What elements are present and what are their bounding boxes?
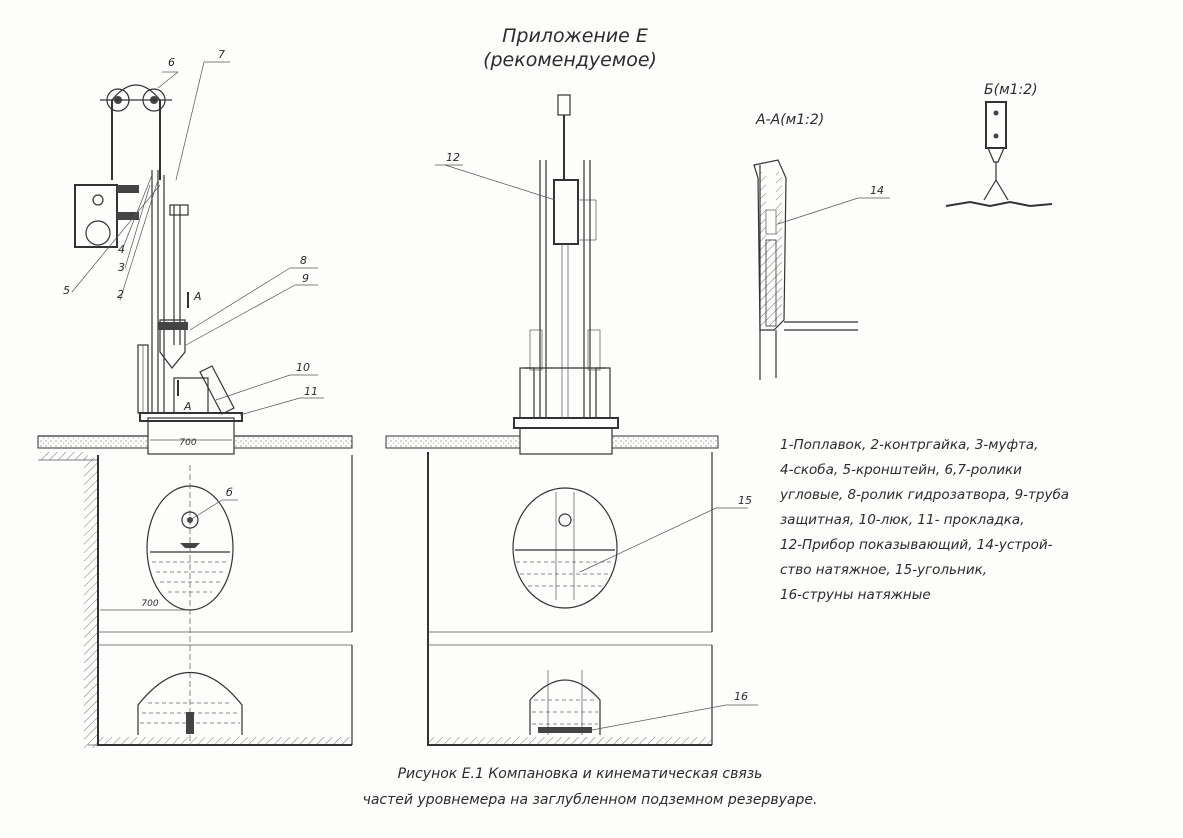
left-assembly: 700 700: [37, 61, 353, 748]
callout-14: 14: [870, 184, 884, 197]
callout-9: 9: [302, 272, 309, 285]
appendix-title: Приложение Е: [502, 25, 648, 47]
callout-16: 16: [734, 690, 748, 703]
figure-caption-line1: Рисунок Е.1 Компановка и кинематическая …: [398, 766, 763, 782]
callout-4: 4: [118, 243, 125, 256]
callout-8: 8: [300, 254, 307, 267]
callout-12: 12: [446, 151, 460, 164]
callout-2: 2: [117, 288, 124, 301]
legend-line: 4-скоба, 5-кронштейн, 6,7-ролики: [780, 462, 1022, 478]
callout-b-window: б: [226, 486, 233, 499]
callout-11: 11: [304, 385, 318, 398]
section-mark-a-top: А: [193, 290, 202, 303]
dimension-700-side: 700: [141, 599, 158, 609]
callout-7: 7: [218, 48, 225, 61]
view-b-detail: [945, 101, 1053, 208]
callout-3: 3: [118, 261, 125, 274]
legend-line: защитная, 10-люк, 11- прокладка,: [780, 512, 1025, 528]
view-b-label: Б(м1:2): [984, 82, 1038, 98]
legend-line: 16-струны натяжные: [780, 587, 931, 603]
callout-5: 5: [63, 284, 70, 297]
callout-15: 15: [738, 494, 752, 507]
dimension-700-top: 700: [179, 438, 196, 448]
callout-6: 6: [168, 56, 175, 69]
legend-line: 1-Поплавок, 2-контргайка, 3-муфта,: [780, 437, 1038, 453]
section-mark-a-bottom: А: [183, 400, 192, 413]
legend-line: ство натяжное, 15-угольник,: [780, 562, 987, 578]
parts-legend: 1-Поплавок, 2-контргайка, 3-муфта, 4-ско…: [779, 437, 1069, 603]
legend-line: 12-Прибор показывающий, 14-устрой-: [780, 537, 1053, 553]
middle-assembly: [385, 94, 758, 746]
callout-10: 10: [296, 361, 310, 374]
legend-line: угловые, 8-ролик гидрозатвора, 9-труба: [779, 487, 1069, 503]
appendix-subtitle: (рекомендуемое): [483, 49, 657, 71]
figure-caption-line2: частей уровнемера на заглубленном подзем…: [363, 792, 818, 808]
section-aa-label: А-А(м1:2): [755, 112, 824, 128]
section-aa-detail: [753, 159, 890, 380]
